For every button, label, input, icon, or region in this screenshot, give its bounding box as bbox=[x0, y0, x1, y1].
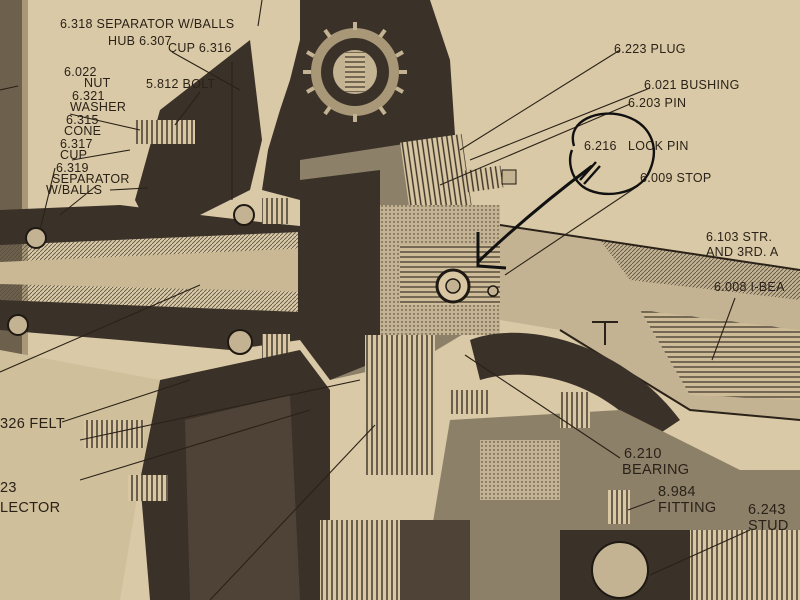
label-stud-word: STUD bbox=[748, 518, 789, 534]
label-stop: 6.009 STOP bbox=[640, 171, 712, 185]
leader-lines bbox=[0, 0, 751, 600]
stud-grooves bbox=[690, 530, 800, 600]
label-cup-6316: CUP 6.316 bbox=[168, 41, 232, 55]
label-lock-pin-code: 6.216 bbox=[584, 139, 617, 153]
i-beam-shading bbox=[600, 240, 800, 300]
stud-ball bbox=[591, 541, 649, 599]
lower-fitting bbox=[560, 392, 590, 428]
bearing-ball bbox=[7, 314, 29, 336]
bearing-ball bbox=[25, 227, 47, 249]
steering-arm bbox=[470, 332, 680, 440]
fitting-nipple bbox=[608, 490, 630, 524]
label-str-line2: AND 3RD. A bbox=[706, 245, 779, 259]
label-cone-word: CONE bbox=[64, 124, 101, 138]
brake-drum-inner bbox=[185, 395, 300, 600]
i-beam-web bbox=[640, 310, 800, 400]
hand-drawn-arrow bbox=[476, 164, 593, 264]
label-cone-code: 6.315 bbox=[66, 113, 99, 127]
callout-labels: 6.318 SEPARATOR W/BALLS HUB 6.307 CUP 6.… bbox=[0, 17, 789, 534]
label-left-23: 23 bbox=[0, 480, 17, 496]
king-pin-bottom bbox=[365, 335, 435, 475]
gear-teeth bbox=[303, 22, 407, 122]
label-nut-word: NUT bbox=[84, 76, 111, 90]
bearing-ball bbox=[233, 204, 255, 226]
label-bearing-code: 6.210 bbox=[624, 446, 662, 462]
label-ibeam: 6.008 I-BEA bbox=[714, 280, 785, 294]
bearing-ball bbox=[227, 329, 253, 355]
bottom-block bbox=[400, 520, 470, 600]
label-nut-code: 6.022 bbox=[64, 65, 97, 79]
label-washer-word: WASHER bbox=[70, 100, 126, 114]
label-bolt: 5.812 BOLT bbox=[146, 77, 216, 91]
stop-pin bbox=[487, 285, 499, 297]
grease-fitting-top bbox=[464, 165, 517, 193]
hand-drawn-arrowhead bbox=[476, 232, 507, 270]
hub-housing-left bbox=[135, 40, 262, 230]
i-beam-tab bbox=[592, 321, 618, 345]
bottom-spring bbox=[320, 520, 400, 600]
hand-drawn-circle bbox=[568, 112, 655, 196]
brake-shoe bbox=[84, 420, 144, 448]
label-bearing-word: BEARING bbox=[622, 462, 689, 478]
label-str-line1: 6.103 STR. bbox=[706, 230, 772, 244]
knuckle-dark bbox=[300, 170, 380, 380]
label-fitting-code: 8.984 bbox=[658, 484, 696, 500]
bearing-cage bbox=[262, 198, 290, 224]
tie-rod-sleeve bbox=[480, 440, 560, 500]
left-housing bbox=[0, 205, 300, 245]
axle-shaft-highlight bbox=[0, 248, 380, 292]
label-cup-word: CUP bbox=[60, 148, 87, 162]
marker-scribble bbox=[579, 161, 601, 185]
label-lock-pin-word: LOCK PIN bbox=[628, 139, 689, 153]
label-washer-code: 6.321 bbox=[72, 89, 105, 103]
king-pin-top bbox=[400, 134, 472, 217]
brake-shoe bbox=[128, 475, 168, 501]
gear-icon bbox=[303, 20, 407, 124]
label-fitting-word: FITTING bbox=[658, 500, 716, 516]
label-lector: LECTOR bbox=[0, 500, 60, 516]
lock-pin-center bbox=[445, 278, 461, 294]
label-plug: 6.223 PLUG bbox=[614, 42, 686, 56]
label-felt: 326 FELT bbox=[0, 416, 65, 432]
label-separator-balls-top: 6.318 SEPARATOR W/BALLS bbox=[60, 17, 234, 31]
label-bushing: 6.021 BUSHING bbox=[644, 78, 740, 92]
label-cup-code: 6.317 bbox=[60, 137, 93, 151]
label-pin: 6.203 PIN bbox=[628, 96, 686, 110]
label-separator-balls: W/BALLS bbox=[46, 183, 102, 197]
label-separator-code: 6.319 bbox=[56, 161, 89, 175]
brake-drum-lower bbox=[0, 350, 160, 600]
label-hub: HUB 6.307 bbox=[108, 34, 172, 48]
marker-annotation bbox=[476, 112, 655, 270]
label-separator-word: SEPARATOR bbox=[52, 172, 130, 186]
label-stud-code: 6.243 bbox=[748, 502, 786, 518]
hub-bolt bbox=[135, 120, 195, 144]
left-housing-lower bbox=[0, 300, 300, 350]
bottom-fitting bbox=[450, 390, 490, 414]
